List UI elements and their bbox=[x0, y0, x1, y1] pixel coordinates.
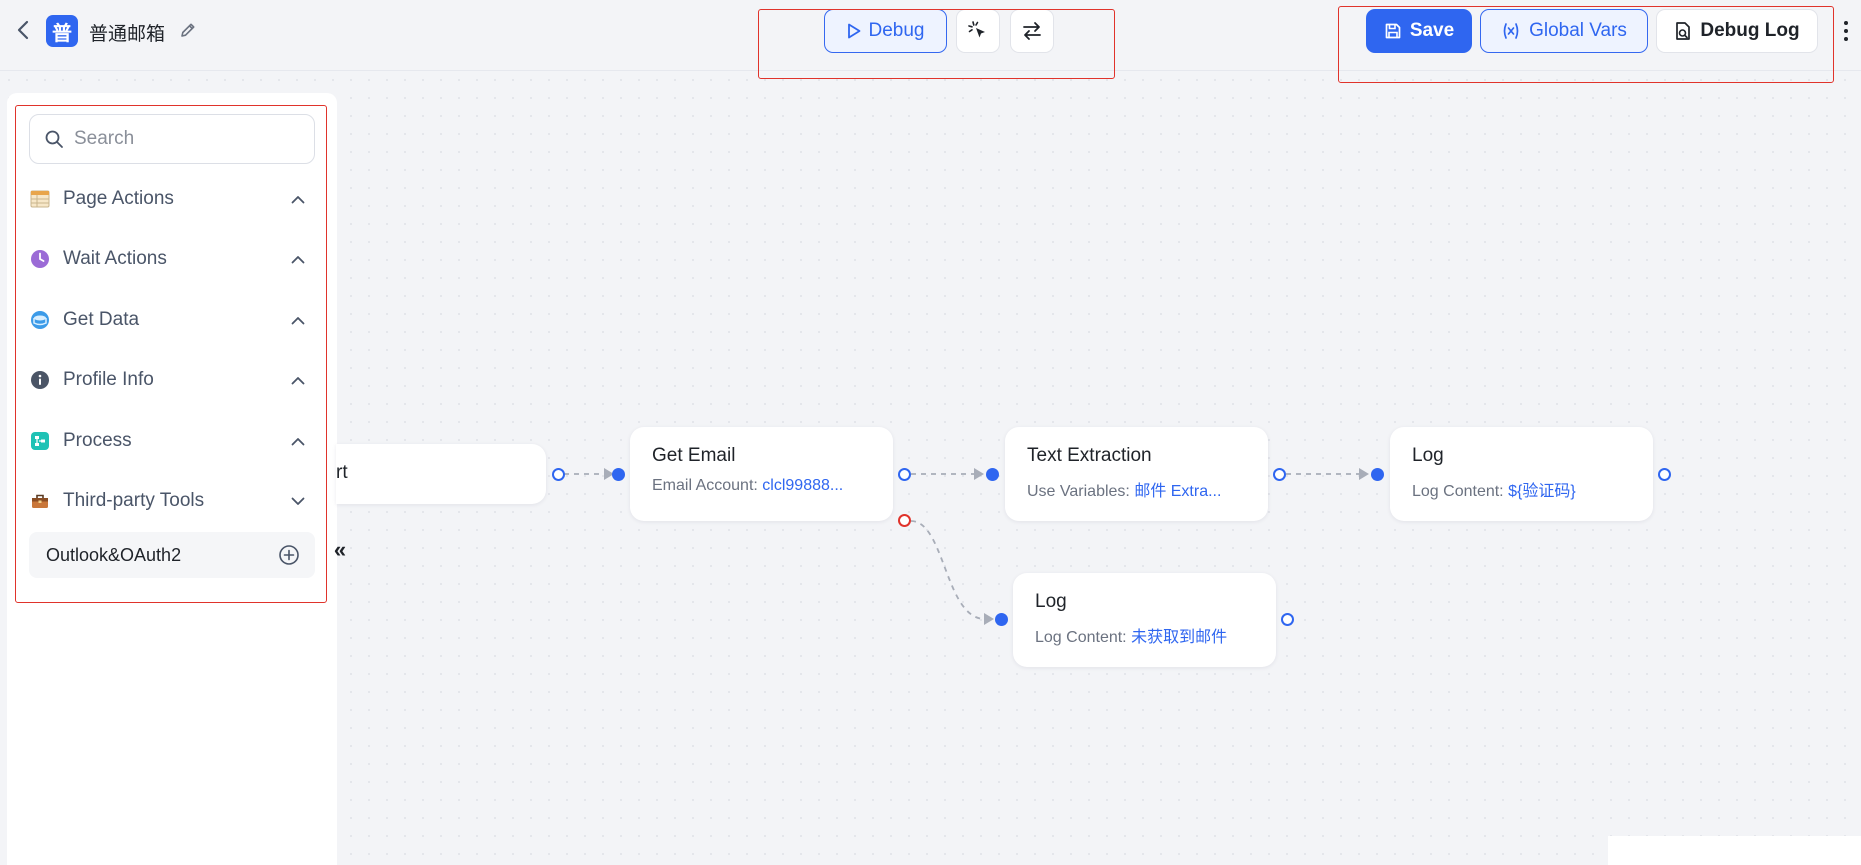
input-port[interactable] bbox=[1371, 468, 1384, 481]
canvas-corner-panel bbox=[1608, 836, 1861, 865]
highlight-box-sidebar bbox=[15, 105, 327, 603]
node-subtitle: Log Content: 未获取到邮件 bbox=[1035, 623, 1254, 647]
node-subtitle: Use Variables: 邮件 Extra... bbox=[1027, 477, 1246, 501]
node-sub-value: clcl99888... bbox=[762, 477, 844, 494]
node-log-error[interactable]: Log Log Content: 未获取到邮件 bbox=[1013, 573, 1276, 667]
search-field[interactable] bbox=[29, 114, 315, 164]
node-text-extraction[interactable]: Text Extraction Use Variables: 邮件 Extra.… bbox=[1005, 427, 1268, 521]
search-input[interactable] bbox=[74, 128, 294, 150]
node-title: Log bbox=[1035, 591, 1067, 612]
node-sub-label: Log Content: bbox=[1035, 629, 1127, 646]
toolbox-icon bbox=[29, 490, 51, 512]
tool-label: Outlook&OAuth2 bbox=[46, 544, 182, 565]
category-third-party-tools[interactable]: Third-party Tools bbox=[29, 481, 315, 521]
tool-item-outlook-oauth2[interactable]: Outlook&OAuth2 bbox=[29, 532, 315, 578]
category-label: Page Actions bbox=[63, 188, 174, 209]
category-get-data[interactable]: Get Data bbox=[29, 300, 315, 340]
category-label: Profile Info bbox=[63, 369, 154, 390]
chevron-up-icon[interactable] bbox=[287, 188, 309, 210]
info-icon bbox=[29, 369, 51, 391]
category-wait-actions[interactable]: Wait Actions bbox=[29, 239, 315, 279]
category-label: Third-party Tools bbox=[63, 490, 205, 511]
search-icon bbox=[45, 130, 63, 148]
output-port[interactable] bbox=[1273, 468, 1286, 481]
chevron-up-icon[interactable] bbox=[287, 309, 309, 331]
node-title: Get Email bbox=[652, 445, 736, 466]
chevron-up-icon[interactable] bbox=[287, 248, 309, 270]
node-sub-label: Use Variables: bbox=[1027, 483, 1130, 500]
debug-log-label: Debug Log bbox=[1700, 20, 1800, 41]
global-vars-label: Global Vars bbox=[1529, 20, 1627, 41]
page-title: 普通邮箱 bbox=[89, 24, 166, 45]
node-sub-value: 未获取到邮件 bbox=[1131, 629, 1228, 646]
node-subtitle: Log Content: ${验证码} bbox=[1412, 477, 1631, 501]
category-profile-info[interactable]: Profile Info bbox=[29, 360, 315, 400]
app-avatar: 普 bbox=[46, 15, 78, 47]
node-palette-sidebar bbox=[7, 93, 337, 865]
collapse-sidebar-icon[interactable]: « bbox=[333, 537, 347, 562]
input-port[interactable] bbox=[986, 468, 999, 481]
chevron-down-icon[interactable] bbox=[287, 490, 309, 512]
chevron-up-icon[interactable] bbox=[287, 430, 309, 452]
node-log[interactable]: Log Log Content: ${验证码} bbox=[1390, 427, 1653, 521]
node-start[interactable]: rt bbox=[336, 444, 546, 504]
category-process[interactable]: Process bbox=[29, 421, 315, 461]
node-sub-value: 邮件 Extra... bbox=[1134, 483, 1222, 500]
add-circle-icon[interactable] bbox=[277, 543, 301, 567]
process-icon bbox=[29, 430, 51, 452]
error-port[interactable] bbox=[898, 514, 911, 527]
highlight-box-actions bbox=[1338, 6, 1834, 83]
output-port[interactable] bbox=[898, 468, 911, 481]
output-port[interactable] bbox=[1281, 613, 1294, 626]
save-icon bbox=[1385, 23, 1401, 39]
input-port[interactable] bbox=[612, 468, 625, 481]
save-label: Save bbox=[1409, 20, 1455, 41]
variable-icon bbox=[1503, 23, 1519, 39]
global-vars-button[interactable]: Global Vars bbox=[1480, 9, 1648, 53]
category-label: Wait Actions bbox=[63, 248, 167, 269]
swap-arrows-icon bbox=[1023, 22, 1041, 40]
cursor-click-icon bbox=[968, 21, 985, 38]
save-button[interactable]: Save bbox=[1366, 9, 1472, 53]
header: 普 普通邮箱 Debug Save Global Vars bbox=[0, 0, 1861, 71]
more-vertical-icon[interactable] bbox=[1836, 18, 1856, 44]
input-port[interactable] bbox=[995, 613, 1008, 626]
node-title: Text Extraction bbox=[1027, 445, 1152, 466]
highlight-box-debug-tools bbox=[758, 9, 1115, 79]
chevron-up-icon[interactable] bbox=[287, 369, 309, 391]
node-title: rt bbox=[336, 462, 348, 483]
category-page-actions[interactable]: Page Actions bbox=[29, 179, 315, 219]
back-icon[interactable] bbox=[12, 18, 34, 42]
node-get-email[interactable]: Get Email Email Account: clcl99888... bbox=[630, 427, 893, 521]
debug-label: Debug bbox=[868, 20, 925, 41]
category-label: Get Data bbox=[63, 309, 140, 330]
output-port[interactable] bbox=[1658, 468, 1671, 481]
swap-button[interactable] bbox=[1010, 9, 1054, 53]
node-title: Log bbox=[1412, 445, 1444, 466]
edit-pencil-icon[interactable] bbox=[177, 19, 199, 41]
table-icon bbox=[29, 188, 51, 210]
node-sub-label: Email Account: bbox=[652, 477, 758, 494]
output-port[interactable] bbox=[552, 468, 565, 481]
node-sub-value: ${验证码} bbox=[1508, 483, 1576, 500]
debug-log-button[interactable]: Debug Log bbox=[1656, 9, 1818, 53]
log-file-icon bbox=[1676, 22, 1691, 40]
play-icon bbox=[847, 23, 860, 39]
node-sub-label: Log Content: bbox=[1412, 483, 1504, 500]
node-subtitle: Email Account: clcl99888... bbox=[652, 477, 871, 495]
category-label: Process bbox=[63, 430, 132, 451]
clock-icon bbox=[29, 248, 51, 270]
database-icon bbox=[29, 309, 51, 331]
